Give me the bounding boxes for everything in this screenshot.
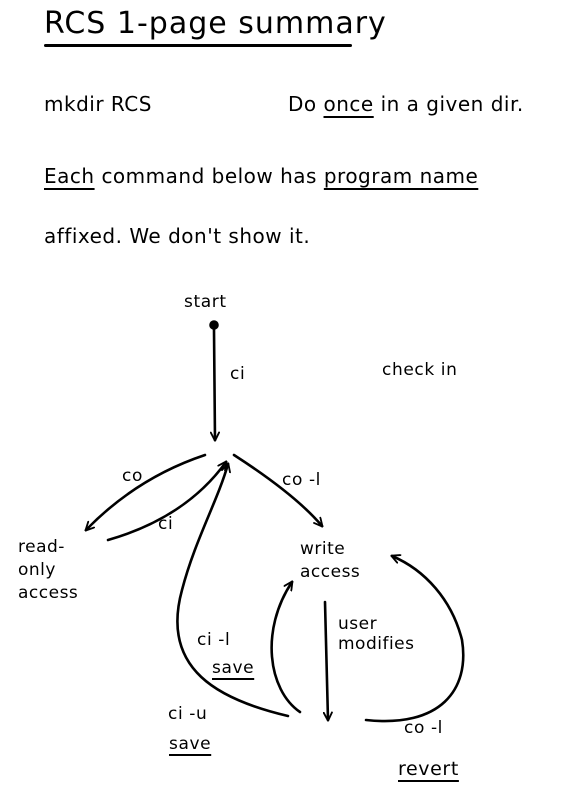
write-access-line: access [300, 562, 361, 582]
ci-label: ci [230, 364, 246, 384]
title-underline [44, 44, 352, 47]
start-label: start [184, 292, 227, 312]
each-word: Each [44, 164, 95, 188]
co-label: co [122, 466, 143, 486]
program-name-note: Each command below has program name [44, 164, 478, 188]
read-only-line: read- [18, 537, 65, 557]
ci-u-save-label: save [169, 734, 212, 754]
user-modifies-label: user modifies [338, 614, 415, 654]
page-title: RCS 1-page summary [44, 6, 387, 41]
write-access-label: write access [300, 538, 360, 584]
arrow-co-to-readonly [86, 453, 207, 530]
affixed-note: affixed. We don't show it. [44, 224, 311, 248]
read-only-access-label: read- only access [18, 536, 78, 605]
check-in-label: check in [382, 360, 458, 380]
ci-l-save-label: save [212, 658, 255, 678]
read-only-line: access [18, 583, 79, 603]
arrow-cil-to-write [270, 582, 302, 714]
ci-back-label: ci [158, 514, 174, 534]
revert-label: revert [398, 758, 459, 780]
start-dot [209, 320, 219, 330]
co-l-label: co -l [282, 470, 322, 490]
mkdir-note-prefix: Do [288, 92, 317, 116]
ci-l-label: ci -l [197, 630, 231, 650]
mkdir-note-suffix: in a given dir. [380, 92, 524, 116]
arrow-user-modifies [325, 600, 328, 720]
arrow-ciu-to-hub [176, 464, 290, 718]
command-below-has: command below has [101, 164, 317, 188]
read-only-line: only [18, 560, 56, 580]
user-modifies-line: user [338, 614, 378, 634]
user-modifies-line: modifies [338, 634, 415, 654]
mkdir-note-once: once [323, 92, 374, 116]
mkdir-command: mkdir RCS [44, 92, 152, 116]
write-access-line: write [300, 539, 346, 559]
arrow-ci-from-readonly [106, 462, 226, 542]
arrow-col-to-write [232, 453, 322, 526]
arrow-start-to-hub [214, 328, 215, 440]
mkdir-note: Do once in a given dir. [288, 92, 524, 116]
program-name-word: program name [323, 164, 479, 188]
ci-u-label: ci -u [168, 704, 208, 724]
co-l-revert-label: co -l [404, 718, 444, 738]
arrow-revert-to-write [364, 556, 465, 723]
